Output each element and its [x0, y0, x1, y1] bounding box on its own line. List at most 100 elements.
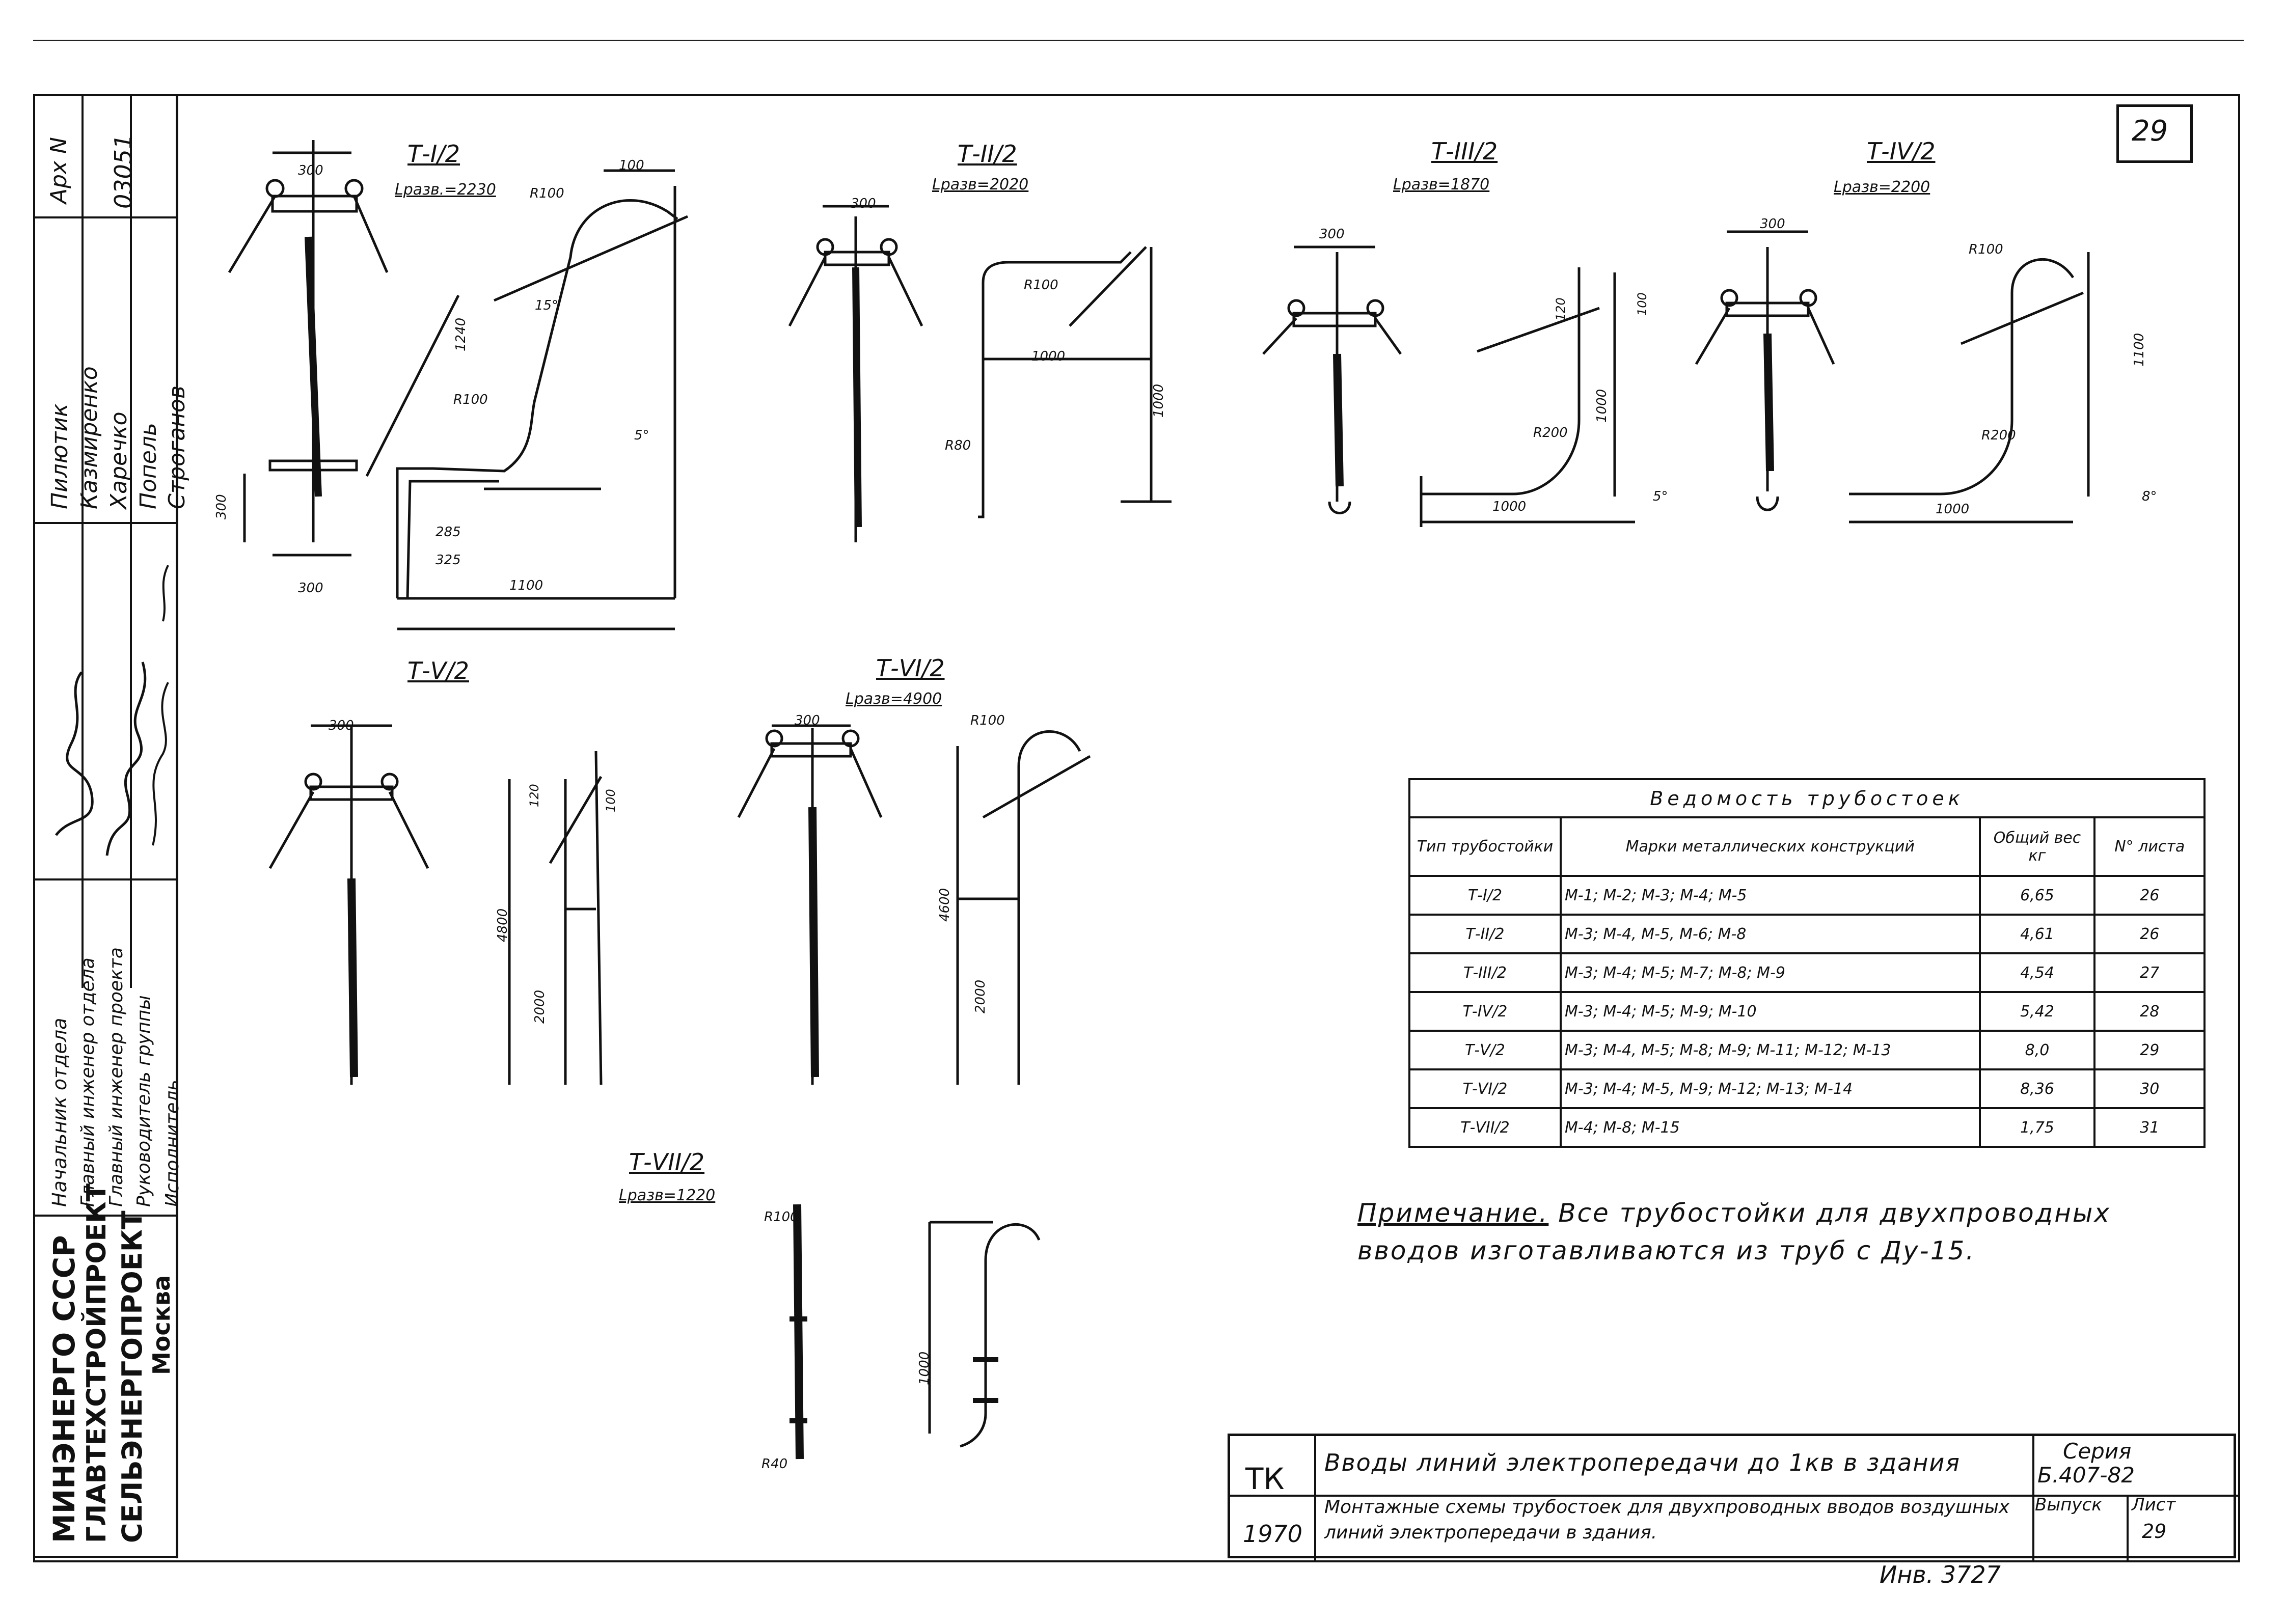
dim-label: 1240: [453, 317, 469, 351]
dim-label: 2000: [532, 989, 548, 1024]
signatory-name-4: Попель: [135, 423, 161, 509]
left-stamp-strip: [33, 94, 178, 1558]
drawing-title-1: Т-I/2: [407, 140, 460, 168]
title-block-code: ТК: [1245, 1462, 1285, 1496]
dim-label: R100: [1024, 278, 1058, 293]
table-cell: 8,36: [1978, 1068, 2096, 1109]
dim-label: 300: [1319, 227, 1345, 242]
table-cell: 30: [2093, 1068, 2206, 1109]
dim-label: 2000: [973, 979, 988, 1013]
table-row: Т-II/2 М-3; М-4, М-5, М-6; М-8 4,61 26: [1408, 914, 2206, 954]
table-cell: Т-VI/2: [1408, 1068, 1562, 1109]
dim-label: R100: [453, 392, 488, 407]
dim-label: 8°: [2142, 489, 2157, 504]
table-cell: М-4; М-8; М-15: [1559, 1107, 1981, 1148]
dim-label: R100: [1969, 242, 2003, 257]
inventory-number: Инв. 3727: [1880, 1561, 2001, 1588]
table-cell: 28: [2093, 991, 2206, 1032]
note: Примечание. Все трубостойки для двухпров…: [1357, 1194, 2223, 1270]
dim-label: R200: [1981, 428, 2016, 443]
drawing-subtitle-1: Lразв.=2230: [395, 181, 496, 199]
dim-label: 15°: [535, 298, 559, 313]
dim-label: R200: [1533, 425, 1568, 441]
table-cell: М-3; М-4; М-5, М-9; М-12; М-13; М-14: [1559, 1068, 1981, 1109]
schedule-table: Ведомость трубостоек Тип трубостойки Мар…: [1408, 778, 2206, 1148]
table-header: Тип трубостойки: [1408, 816, 1562, 877]
title-block-title: Вводы линий электропередачи до 1кв в зда…: [1324, 1449, 1961, 1476]
dim-label: 300: [214, 494, 229, 519]
dim-label: 1000: [917, 1351, 932, 1385]
dim-label: 100: [619, 158, 644, 173]
table-cell: 29: [2093, 1030, 2206, 1070]
table-row: Т-VI/2 М-3; М-4; М-5, М-9; М-12; М-13; М…: [1408, 1068, 2206, 1109]
dim-label: 1000: [1151, 383, 1166, 418]
table-cell: 31: [2093, 1107, 2206, 1148]
table-cell: М-3; М-4, М-5; М-8; М-9; М-11; М-12; М-1…: [1559, 1030, 1981, 1070]
dim-label: 285: [436, 525, 461, 540]
dim-label: 325: [436, 553, 461, 568]
table-cell: Т-VII/2: [1408, 1107, 1562, 1148]
drawing-subtitle-4: Lразв=2200: [1834, 178, 1930, 196]
table-cell: Т-IV/2: [1408, 991, 1562, 1032]
signatory-name-2: Казмиренко: [76, 366, 102, 509]
dim-label: 300: [851, 196, 876, 211]
table-cell: 8,0: [1978, 1030, 2096, 1070]
top-trim-line: [33, 40, 2244, 41]
drawings-canvas: [228, 140, 2090, 1460]
archive-number: 03051: [110, 134, 137, 209]
note-text: Все трубостойки для двухпроводных вводов…: [1357, 1198, 2111, 1265]
dim-label: 300: [795, 713, 820, 728]
org-line-1: МИНЭНЕРГО СССР: [47, 1235, 81, 1543]
title-block: [1228, 1434, 2239, 1561]
sheet-value: 29: [2142, 1520, 2167, 1543]
table-row: Т-IV/2 М-3; М-4; М-5; М-9; М-10 5,42 28: [1408, 991, 2206, 1032]
dim-label: R80: [945, 438, 971, 453]
dim-label: 5°: [1653, 489, 1668, 504]
table-cell: Т-II/2: [1408, 914, 1562, 954]
table-header: Марки металлических конструкций: [1559, 816, 1981, 877]
left-strip-divider: [176, 94, 178, 1558]
drawing-subtitle-3: Lразв=1870: [1393, 176, 1490, 194]
series-value: Б.407-82: [2037, 1463, 2135, 1488]
drawing-subtitle-7: Lразв=1220: [619, 1187, 716, 1204]
table-row: Т-VII/2 М-4; М-8; М-15 1,75 31: [1408, 1107, 2206, 1148]
title-block-year: 1970: [1243, 1520, 1303, 1548]
signatures: [55, 565, 169, 856]
drawing-title-5: Т-V/2: [407, 657, 469, 684]
org-line-3: СЕЛЬЭНЕРГОПРОЕКТ: [116, 1210, 148, 1543]
org-line-2: ГЛАВТЕХСТРОЙПРОЕКТ: [81, 1183, 112, 1543]
table-cell: 1,75: [1978, 1107, 2096, 1148]
dim-label: 1000: [1594, 389, 1610, 423]
table-cell: М-1; М-2; М-3; М-4; М-5: [1559, 875, 1981, 916]
table-cell: 5,42: [1978, 991, 2096, 1032]
title-block-subtitle: Монтажные схемы трубостоек для двухпрово…: [1324, 1497, 2010, 1543]
dim-label: 120: [1554, 297, 1568, 321]
table-cell: 26: [2093, 875, 2206, 916]
archive-label: Арх N: [46, 137, 72, 204]
dim-label: 300: [298, 581, 323, 596]
drawing-title-3: Т-III/2: [1431, 137, 1498, 165]
dim-label: R100: [764, 1209, 799, 1225]
table-row: Т-V/2 М-3; М-4, М-5; М-8; М-9; М-11; М-1…: [1408, 1030, 2206, 1070]
table-cell: 4,61: [1978, 914, 2096, 954]
table-title: Ведомость трубостоек: [1408, 778, 2206, 818]
table-cell: 6,65: [1978, 875, 2096, 916]
table-cell: Т-I/2: [1408, 875, 1562, 916]
table-header: Общий вес кг: [1978, 816, 2096, 877]
dim-label: 300: [329, 718, 354, 733]
table-cell: 4,54: [1978, 952, 2096, 993]
drawing-title-2: Т-II/2: [958, 140, 1017, 168]
table-row: Т-III/2 М-3; М-4; М-5; М-7; М-8; М-9 4,5…: [1408, 952, 2206, 993]
role-1: Начальник отдела: [48, 1017, 71, 1207]
table-row: Т-I/2 М-1; М-2; М-3; М-4; М-5 6,65 26: [1408, 875, 2206, 916]
outer-frame: [33, 94, 2240, 1562]
dim-label: R100: [530, 186, 564, 201]
dim-label: R100: [970, 713, 1005, 728]
dim-label: 1100: [2132, 333, 2147, 367]
dim-label: 100: [604, 789, 618, 812]
signatory-name-3: Харечко: [106, 411, 132, 509]
issue-label: Выпуск: [2035, 1495, 2102, 1515]
dim-label: 1000: [1031, 349, 1066, 364]
dim-label: 5°: [634, 428, 649, 443]
role-4: Руководитель группы: [133, 995, 154, 1207]
